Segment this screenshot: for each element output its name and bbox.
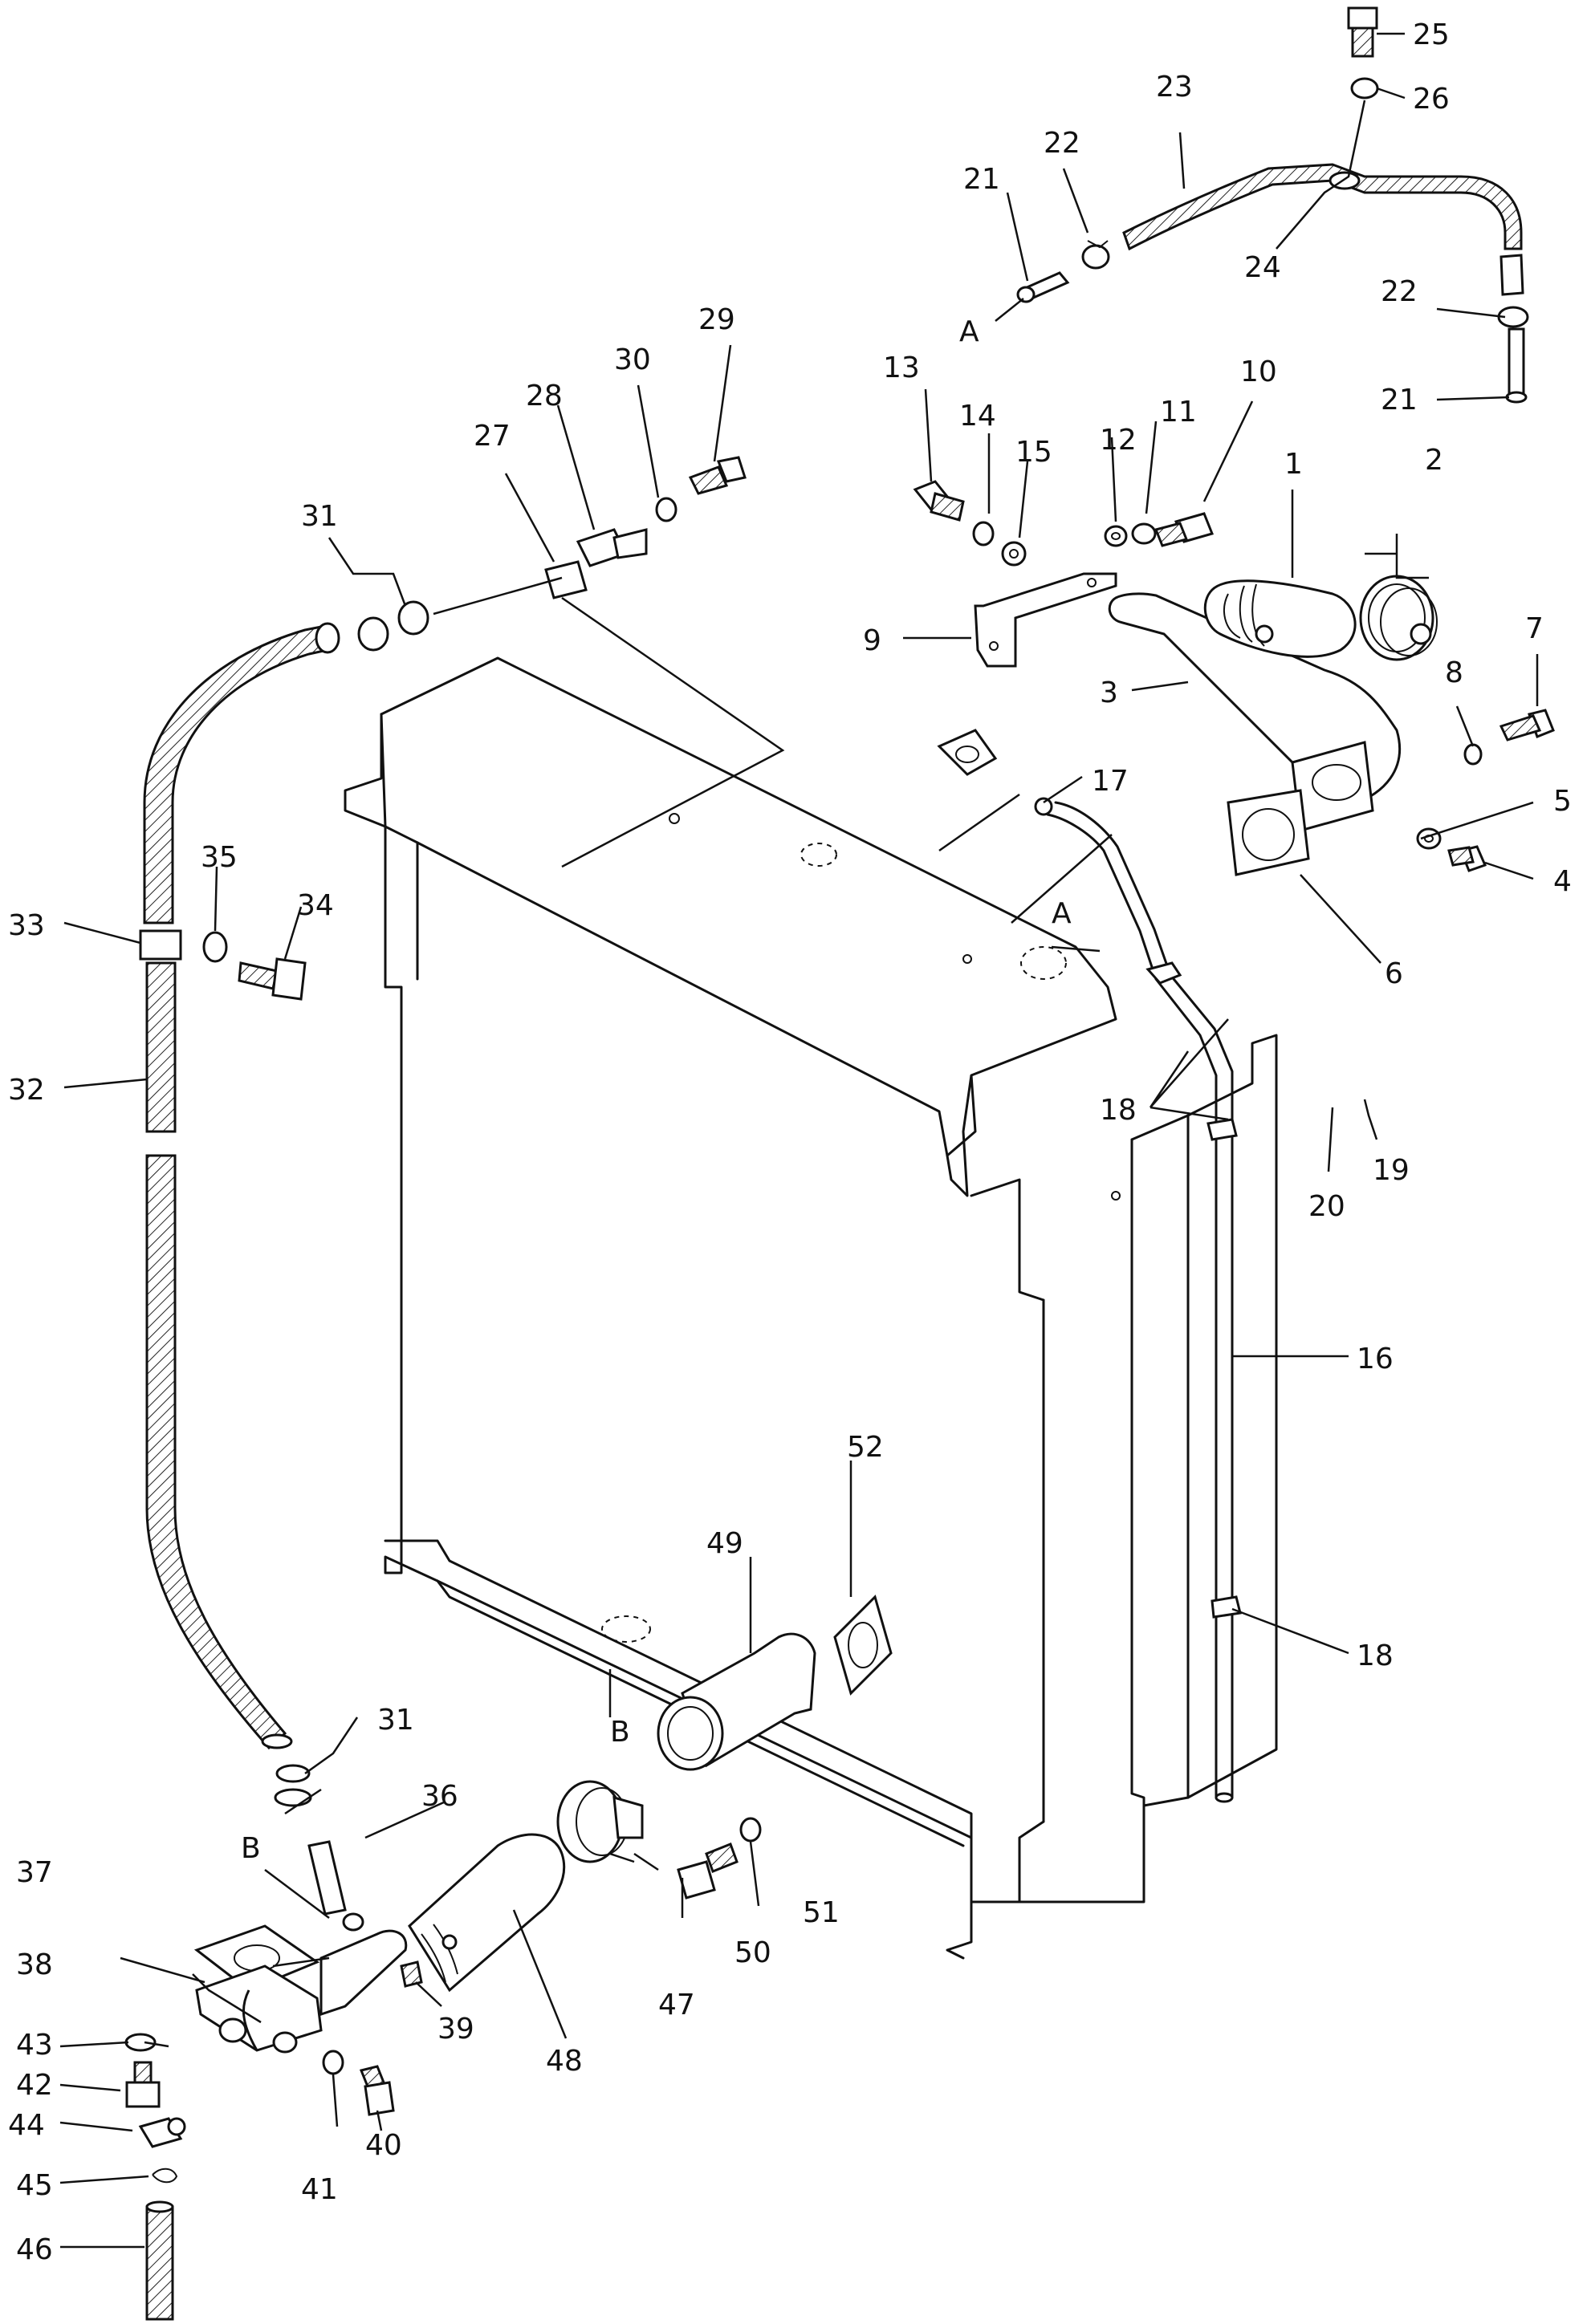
part-label-10: 10 [1240,356,1277,388]
part-label-31: 31 [377,1704,414,1737]
overflow-pipe-16 [1046,801,1242,1803]
view-letter-a: A [959,315,979,348]
bottom-outlet-assembly [124,1595,893,2321]
part-label-18: 18 [1100,1094,1137,1127]
part-label-51: 51 [803,1896,840,1929]
part-label-15: 15 [1015,436,1052,469]
part-label-29: 29 [698,303,735,336]
part-label-6: 6 [1385,957,1403,990]
part-label-30: 30 [614,343,651,376]
view-letter-a: A [1052,897,1072,930]
part-label-21: 21 [963,163,1000,196]
part-label-3: 3 [1100,676,1118,709]
part-label-2: 2 [1425,444,1443,477]
part-label-7: 7 [1525,612,1544,645]
part-label-20: 20 [1308,1190,1345,1223]
radiator-core [344,656,1278,1960]
part-label-13: 13 [883,351,920,384]
part-label-47: 47 [658,1989,695,2021]
view-letter-b: B [241,1832,261,1865]
part-label-43: 43 [16,2029,53,2062]
top-vent-hose [1016,6,1529,404]
part-label-48: 48 [546,2045,583,2078]
part-label-32: 32 [8,1074,45,1107]
part-label-19: 19 [1373,1154,1410,1187]
part-label-34: 34 [297,889,334,922]
part-label-24: 24 [1244,251,1281,284]
part-label-40: 40 [365,2129,402,2162]
part-label-50: 50 [734,1936,771,1969]
part-label-31: 31 [301,500,338,533]
part-label-39: 39 [437,2013,474,2046]
part-label-12: 12 [1100,424,1137,457]
part-label-52: 52 [847,1431,884,1464]
part-label-14: 14 [959,400,996,433]
part-label-5: 5 [1553,785,1572,818]
part-label-21: 21 [1381,384,1418,416]
part-label-37: 37 [16,1856,53,1889]
part-label-1: 1 [1284,448,1303,481]
part-label-26: 26 [1413,83,1450,116]
upper-water-pipe-assembly [913,480,1555,876]
part-label-17: 17 [1092,765,1129,798]
part-label-38: 38 [16,1948,53,1981]
part-label-16: 16 [1357,1343,1394,1375]
leader-lines [59,32,1539,2249]
part-label-28: 28 [526,380,563,412]
part-label-42: 42 [16,2069,53,2102]
part-label-49: 49 [706,1527,743,1560]
part-label-18: 18 [1357,1639,1394,1672]
part-label-11: 11 [1160,396,1197,429]
left-vent-pipe [139,456,1053,1750]
view-letter-b: B [610,1716,630,1749]
part-label-45: 45 [16,2169,53,2202]
part-label-46: 46 [16,2233,53,2266]
part-label-9: 9 [863,624,881,657]
part-label-23: 23 [1156,71,1193,104]
part-label-25: 25 [1413,18,1450,51]
part-label-4: 4 [1553,865,1572,898]
part-label-22: 22 [1044,127,1080,160]
part-label-36: 36 [421,1780,458,1813]
part-label-8: 8 [1445,656,1463,689]
part-label-41: 41 [301,2173,338,2206]
part-label-35: 35 [201,841,238,874]
part-label-44: 44 [8,2109,45,2142]
part-labels: A A B B 1 2 3 4 5 6 7 8 9 10 11 12 13 14… [8,18,1572,2266]
part-label-33: 33 [8,909,45,942]
part-label-22: 22 [1381,275,1418,308]
part-label-27: 27 [474,420,511,453]
